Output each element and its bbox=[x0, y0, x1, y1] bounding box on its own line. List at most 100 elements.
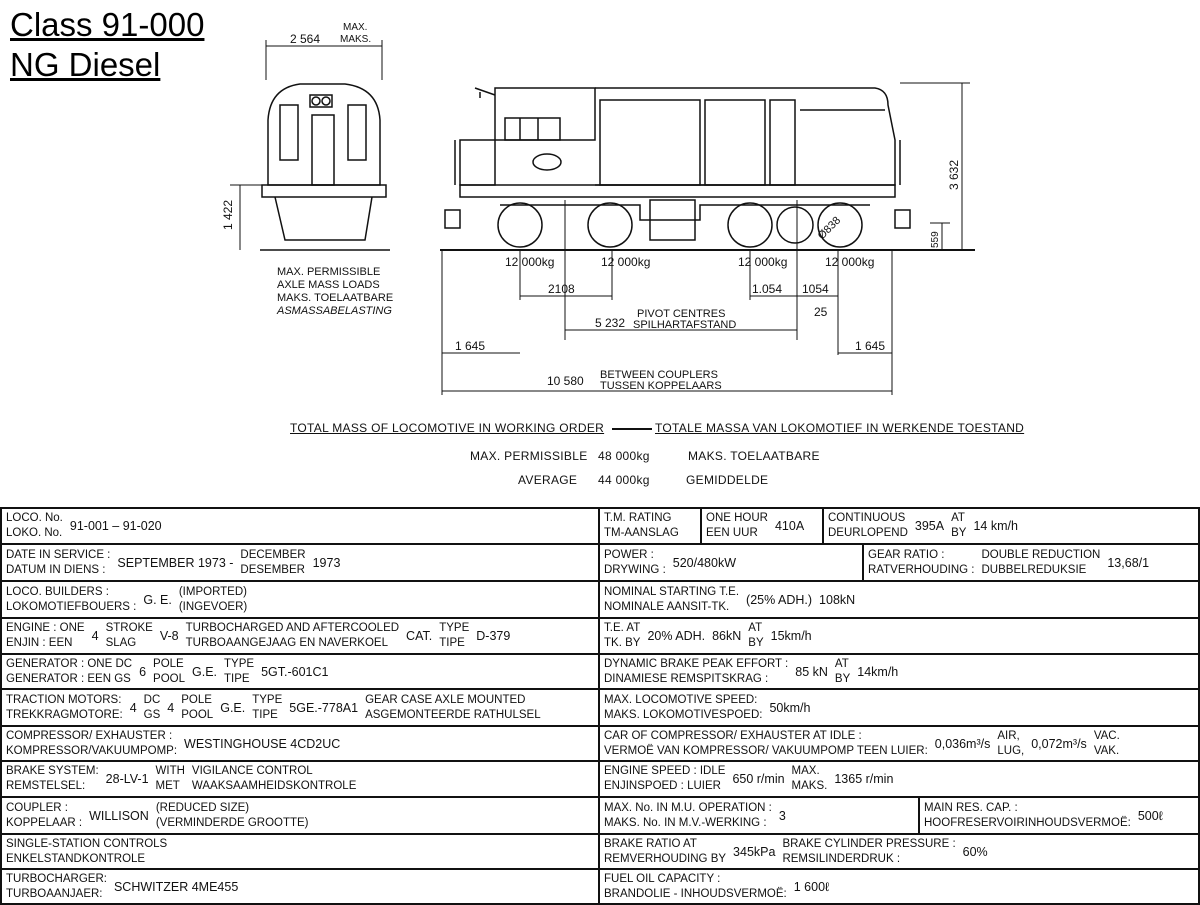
spec-label-af: DATUM IN DIENS : bbox=[6, 563, 106, 576]
spec-label-af: MAKS. LOKOMOTIVESPOED: bbox=[604, 708, 763, 721]
spec-row: MAX. No. IN M.U. OPERATION :MAKS. No. IN… bbox=[600, 798, 1198, 835]
spec-label-en: TURBOCHARGED AND AFTERCOOLED bbox=[185, 622, 400, 634]
spec-row: POWER :DRYWING : 520/480kW GEAR RATIO :RAT… bbox=[600, 545, 1198, 582]
length-label-en: BETWEEN COUPLERS bbox=[600, 369, 718, 381]
spec-label-af: TM-AANSLAG bbox=[604, 527, 679, 539]
spec-value: 5GT.-601C1 bbox=[261, 664, 329, 679]
spec-row: NOMINAL STARTING T.E.NOMINALE AANSIT-TK.… bbox=[600, 582, 1198, 619]
spec-value: G.E. bbox=[220, 700, 246, 715]
spec-label-en: AIR, bbox=[997, 729, 1020, 742]
spec-cell: CAR OF COMPRESSOR/ EXHAUSTER AT IDLE :VE… bbox=[600, 727, 1198, 760]
spec-label-af: RATVERHOUDING : bbox=[868, 563, 975, 576]
spec-label-en: AT bbox=[748, 622, 763, 634]
spec-label-af: WAAKSAAMHEIDSKONTROLE bbox=[191, 780, 357, 792]
spec-label-af: TK. BY bbox=[604, 637, 641, 649]
spec-label: BRAKE CYLINDER PRESSURE :REMSILINDERDRUK… bbox=[782, 837, 955, 867]
spec-label-en: TYPE bbox=[252, 693, 283, 706]
spec-value: 395A bbox=[914, 519, 945, 533]
max-mass-label: MAX. PERMISSIBLE bbox=[470, 449, 588, 463]
spec-value: 60% bbox=[962, 844, 988, 859]
spec-label-en: ENGINE SPEED : IDLE bbox=[604, 765, 726, 777]
spec-label-en: MAIN RES. CAP. : bbox=[924, 801, 1018, 814]
spec-label-af: ENJIN : EEN bbox=[6, 637, 73, 649]
spec-label-en: WITH bbox=[155, 765, 185, 777]
spec-label: CAR OF COMPRESSOR/ EXHAUSTER AT IDLE :VE… bbox=[604, 729, 928, 759]
spec-value: 520/480kW bbox=[672, 555, 736, 570]
avg-mass-value: 44 000kg bbox=[598, 473, 650, 487]
spec-label-af: MAKS. bbox=[791, 780, 828, 792]
spec-cell: LOCO. BUILDERS :LOKOMOTIEFBOUERS :G. E.(… bbox=[2, 582, 598, 617]
spec-label-en: LOCO. BUILDERS : bbox=[6, 585, 109, 598]
spec-value: 0,072m³/s bbox=[1031, 736, 1087, 751]
spec-value: D-379 bbox=[476, 629, 511, 643]
spec-label-en: TYPE bbox=[439, 622, 470, 634]
spec-label-af: BY bbox=[951, 527, 967, 539]
spec-row: CAR OF COMPRESSOR/ EXHAUSTER AT IDLE :VE… bbox=[600, 727, 1198, 762]
spec-value: 500ℓ bbox=[1137, 808, 1163, 823]
spec-value: 85 kN bbox=[795, 664, 828, 679]
spec-label: TRACTION MOTORS:TREKKRAGMOTORE: bbox=[6, 693, 123, 723]
spec-value: 108kN bbox=[819, 592, 856, 607]
offset-dimension: 25 bbox=[814, 305, 828, 319]
spec-value: 20% ADH. bbox=[647, 629, 706, 643]
spec-label-af: TIPE bbox=[439, 637, 465, 649]
spec-value: 345kPa bbox=[733, 844, 776, 859]
spec-label: POWER :DRYWING : bbox=[604, 548, 666, 578]
width-maks-label: MAKS. bbox=[340, 34, 371, 45]
spec-cell: TURBOCHARGER:TURBOAANJAER:SCHWITZER 4ME4… bbox=[2, 870, 598, 903]
spec-label-af: VAK. bbox=[1093, 744, 1120, 757]
spec-row: COMPRESSOR/ EXHAUSTER :KOMPRESSOR/VAKUUM… bbox=[2, 727, 598, 762]
spec-label-en: DC bbox=[143, 693, 161, 706]
spec-label: DC GS bbox=[144, 693, 161, 723]
spec-label-en: FUEL OIL CAPACITY : bbox=[604, 872, 721, 885]
spec-label-en: POWER : bbox=[604, 548, 654, 561]
spec-cell: MAX. LOCOMOTIVE SPEED:MAKS. LOKOMOTIVESP… bbox=[600, 690, 1198, 725]
spec-label-en: AT bbox=[834, 657, 849, 670]
spec-cell: T.M. RATING TM-AANSLAG bbox=[600, 509, 700, 543]
spec-cell: MAX. No. IN M.U. OPERATION :MAKS. No. IN… bbox=[600, 798, 918, 833]
pivot-label-af: SPILHARTAFSTAND bbox=[633, 319, 736, 331]
spec-label-en: DATE IN SERVICE : bbox=[6, 548, 111, 561]
spec-label: MAIN RES. CAP. :HOOFRESERVOIRINHOUDSVERM… bbox=[924, 801, 1131, 831]
spec-label-af: (VERMINDERDE GROOTTE) bbox=[155, 816, 309, 829]
spec-value: 5GE.-778A1 bbox=[289, 700, 359, 715]
wheel-diameter: Ø838 bbox=[816, 215, 844, 243]
front-view bbox=[230, 40, 390, 251]
pivot-label-en: PIVOT CENTRES bbox=[637, 308, 725, 320]
spec-label-af: GS bbox=[143, 708, 161, 721]
spec-label-af: GENERATOR : EEN GS bbox=[6, 672, 131, 685]
spec-label-en: COUPLER : bbox=[6, 801, 68, 814]
spec-label-af: KOPPELAAR : bbox=[6, 816, 83, 829]
spec-value: 410A bbox=[774, 519, 805, 533]
spec-value: 1 600ℓ bbox=[793, 879, 830, 894]
front-height-dimension: 1 422 bbox=[221, 200, 235, 230]
spec-value: G.E. bbox=[192, 664, 218, 679]
spec-label-af: SLAG bbox=[105, 637, 137, 649]
spec-label-en: POLE bbox=[153, 657, 184, 670]
spec-value: WESTINGHOUSE 4CD2UC bbox=[184, 736, 341, 751]
spec-value: 3 bbox=[778, 808, 786, 823]
spec-value: 15km/h bbox=[770, 629, 812, 643]
spec-value: 50km/h bbox=[769, 700, 811, 715]
spec-label-en: GEAR CASE AXLE MOUNTED bbox=[365, 693, 526, 706]
spec-label: GEAR RATIO :RATVERHOUDING : bbox=[868, 548, 975, 578]
spec-cell: LOCO. No.LOKO. No.91-001 – 91-020 bbox=[2, 509, 598, 543]
spec-cell: FUEL OIL CAPACITY :BRANDOLIE - INHOUDSVE… bbox=[600, 870, 1198, 903]
spec-label-en: T.M. RATING bbox=[604, 512, 672, 524]
